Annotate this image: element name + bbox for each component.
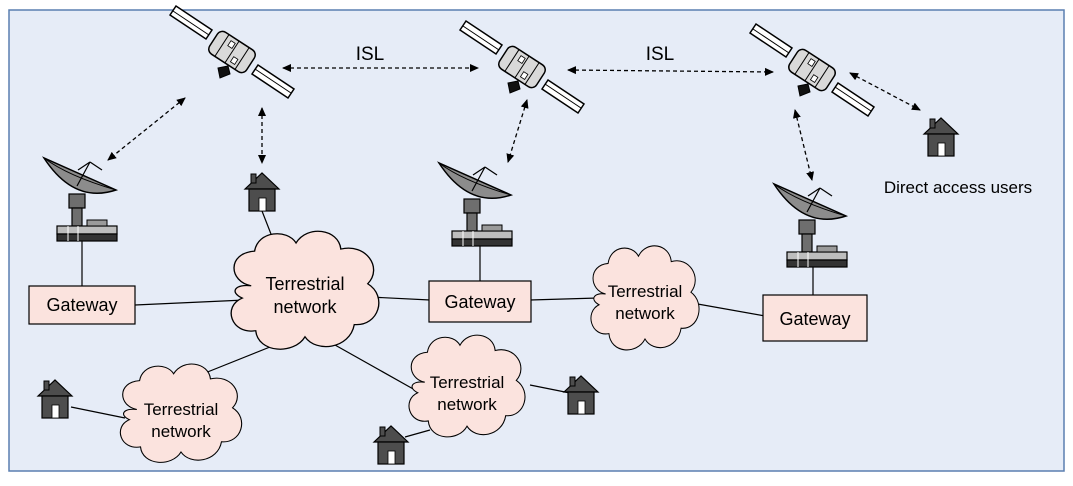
cloud-label-line1: Terrestrial (430, 373, 505, 392)
dashed-links (107, 64, 921, 181)
isl-label-left: ISL (356, 44, 385, 65)
gateway-center: Gateway (428, 280, 532, 323)
cloud-label-line2: network (615, 304, 675, 323)
cloud-label-line1: Terrestrial (608, 282, 683, 301)
terrestrial-network-cloud: Terrestrial network (230, 230, 380, 350)
gateway-label: Gateway (444, 292, 515, 312)
cloud-label-line2: network (437, 395, 497, 414)
terrestrial-network-cloud: Terrestrial network (590, 245, 700, 351)
terrestrial-network-cloud: Terrestrial network (408, 334, 526, 438)
gateway-label: Gateway (779, 309, 850, 329)
network-links (70, 210, 814, 438)
cloud-label-line2: network (273, 297, 337, 317)
terrestrial-network-cloud: Terrestrial network (119, 363, 243, 463)
gateway-label: Gateway (46, 295, 117, 315)
gateway-left: Gateway (28, 285, 136, 325)
cloud-label-line2: network (151, 422, 211, 441)
isl-label-right: ISL (646, 44, 675, 65)
cloud-label-line1: Terrestrial (144, 400, 219, 419)
cloud-label-line1: Terrestrial (265, 274, 344, 294)
gateway-right: Gateway (762, 294, 868, 342)
direct-access-label: Direct access users (884, 178, 1032, 197)
